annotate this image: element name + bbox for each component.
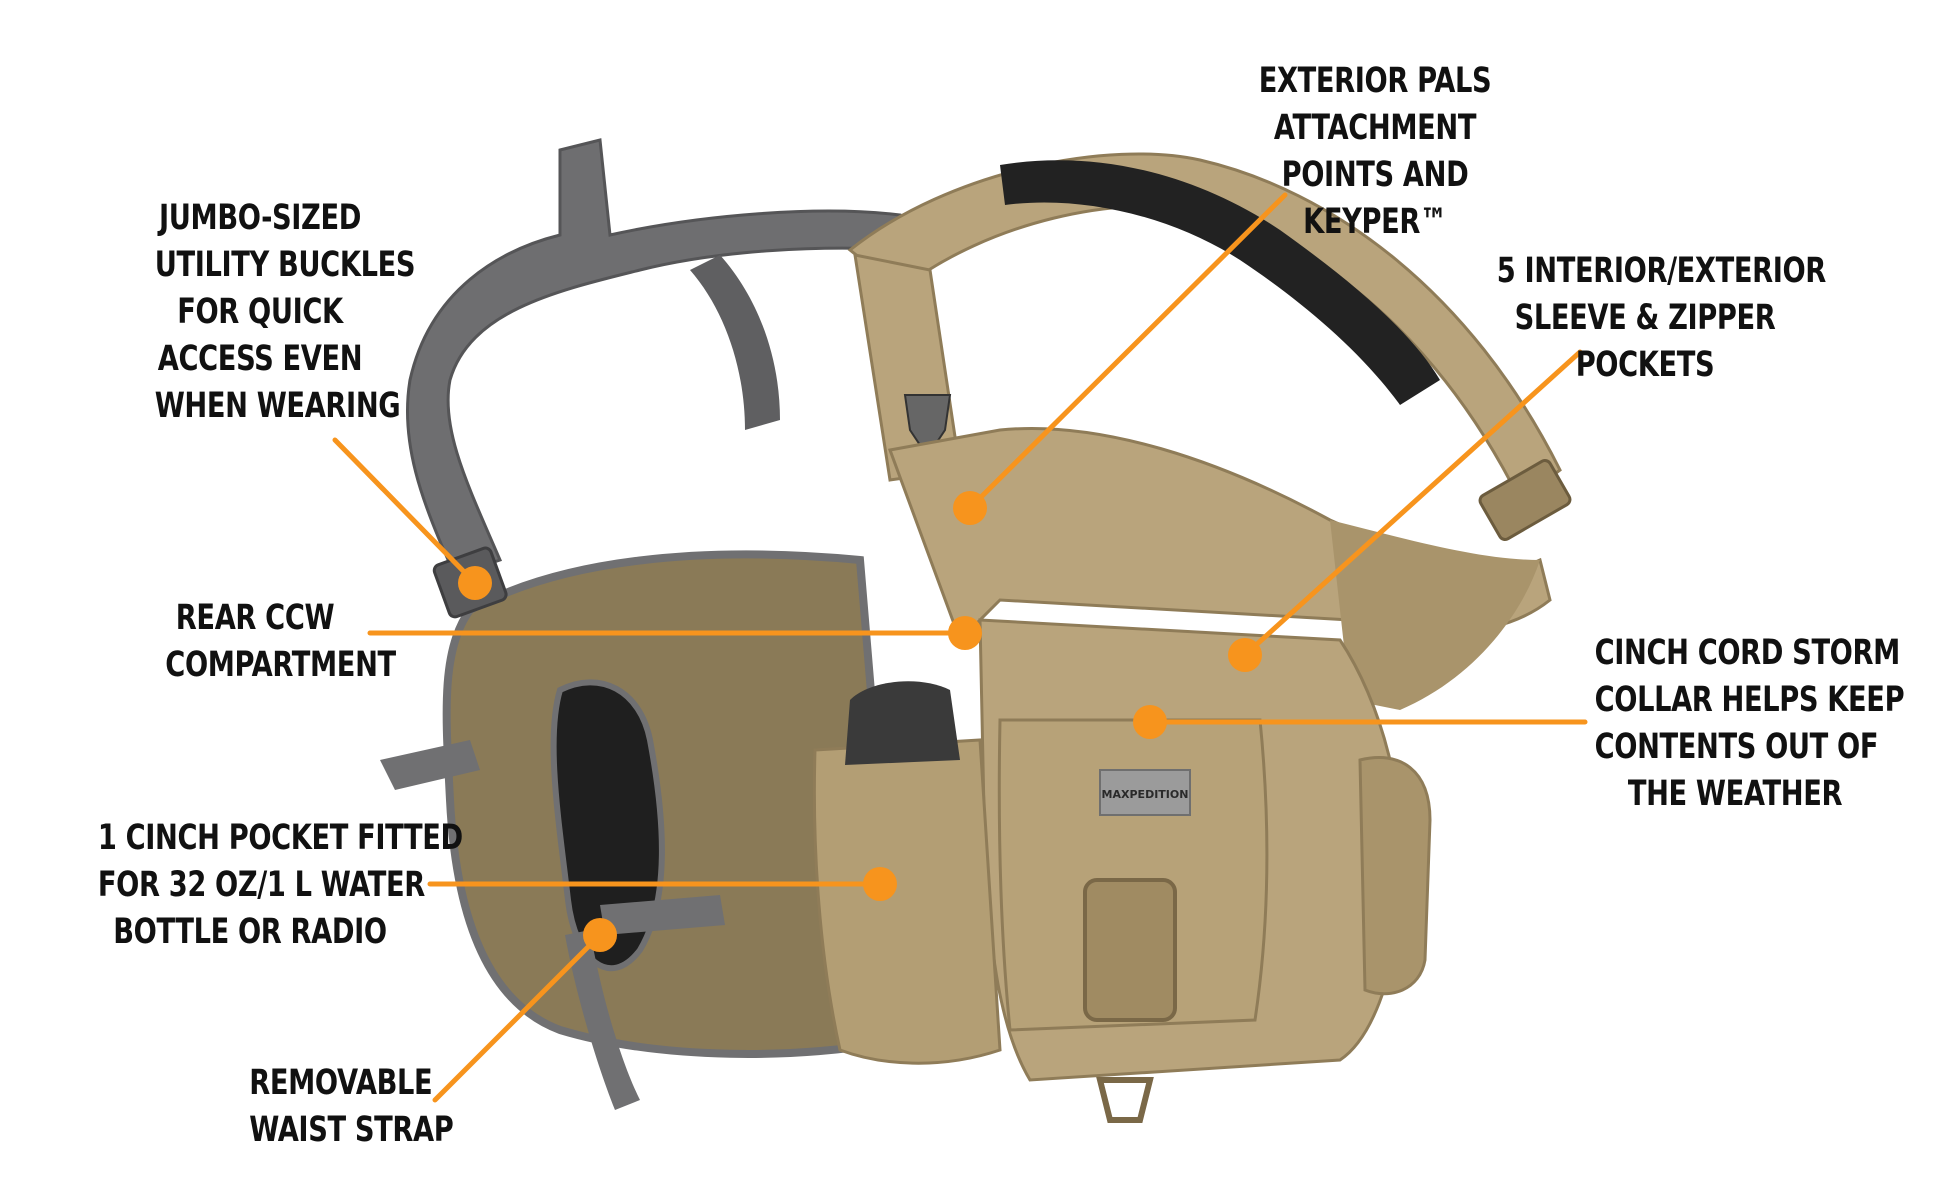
label-line: UTILITY BUCKLES — [154, 245, 416, 285]
front-pocket — [997, 718, 1269, 1032]
callout-dot-water-pocket — [863, 867, 897, 901]
label-line: COLLAR HELPS KEEP — [1594, 680, 1905, 720]
callout-dot-pockets — [1228, 638, 1262, 672]
side-zip-pocket — [1358, 756, 1432, 996]
logo-text: MAXPEDITION — [1102, 788, 1189, 801]
callout-label-buckles: JUMBO-SIZED UTILITY BUCKLES FOR QUICK AC… — [154, 195, 416, 430]
callout-label-waist-strap: REMOVABLE WAIST STRAP — [249, 1060, 454, 1154]
callout-line-waist-strap — [432, 932, 603, 1103]
callout-label-pals: EXTERIOR PALS ATTACHMENT POINTS AND KEYP… — [1258, 58, 1492, 246]
callout-label-ccw: REAR CCW COMPARTMENT — [165, 595, 396, 689]
label-line: SLEEVE & ZIPPER — [1514, 298, 1776, 338]
label-line: COMPARTMENT — [165, 645, 396, 685]
label-line: 1 CINCH POCKET FITTED — [97, 818, 463, 858]
label-line: REAR CCW — [175, 598, 335, 638]
callout-label-cinch-collar: CINCH CORD STORM COLLAR HELPS KEEP CONTE… — [1594, 630, 1905, 818]
callout-label-water-pocket: 1 CINCH POCKET FITTED FOR 32 OZ/1 L WATE… — [97, 815, 463, 956]
right-strap-buckle — [1478, 459, 1572, 541]
callout-dot-buckles — [458, 566, 492, 600]
bag-side-wing — [1330, 520, 1540, 710]
label-line: JUMBO-SIZED — [159, 198, 361, 238]
callout-label-pockets: 5 INTERIOR/EXTERIOR SLEEVE & ZIPPER POCK… — [1496, 248, 1827, 389]
d-ring — [1096, 1077, 1154, 1123]
callout-dot-cinch-collar — [1133, 705, 1167, 739]
gray-waist-strap — [380, 740, 725, 935]
label-line: ACCESS EVEN — [157, 339, 363, 379]
label-line: POCKETS — [1575, 345, 1715, 385]
label-line: CONTENTS OUT OF — [1594, 727, 1879, 767]
gray-shoulder-strap — [405, 138, 907, 577]
label-line: 5 INTERIOR/EXTERIOR — [1496, 251, 1827, 291]
label-line: WHEN WEARING — [154, 386, 401, 426]
label-line: POINTS AND — [1281, 155, 1469, 195]
front-buckle — [1083, 878, 1177, 1022]
label-line: EXTERIOR PALS — [1258, 61, 1492, 101]
logo-patch — [1099, 769, 1191, 816]
water-bottle-pocket — [812, 738, 1002, 1065]
label-line: FOR QUICK — [177, 292, 343, 332]
callout-dot-pals — [953, 491, 987, 525]
water-bottle — [845, 681, 960, 765]
label-line: THE WEATHER — [1627, 774, 1843, 814]
callout-line-buckles — [332, 437, 478, 586]
gray-strap-upper-loop — [690, 255, 780, 430]
callout-lines — [332, 192, 1588, 1103]
shoulder-pad — [1000, 160, 1440, 405]
label-line: KEYPER™ — [1303, 202, 1447, 242]
callout-dot-ccw — [948, 616, 982, 650]
label-line: FOR 32 OZ/1 L WATER — [97, 865, 425, 905]
callout-dot-waist-strap — [583, 918, 617, 952]
callout-line-pals — [967, 192, 1288, 511]
label-line: CINCH CORD STORM — [1594, 633, 1901, 673]
black-back-pad — [550, 679, 665, 972]
label-line: WAIST STRAP — [249, 1110, 454, 1150]
label-line: BOTTLE OR RADIO — [113, 912, 387, 952]
callout-line-pockets — [1242, 349, 1583, 658]
callout-dots — [458, 491, 1262, 952]
gray-waist-strap-lower — [565, 930, 640, 1110]
label-line: REMOVABLE — [249, 1063, 433, 1103]
label-line: ATTACHMENT — [1273, 108, 1477, 148]
